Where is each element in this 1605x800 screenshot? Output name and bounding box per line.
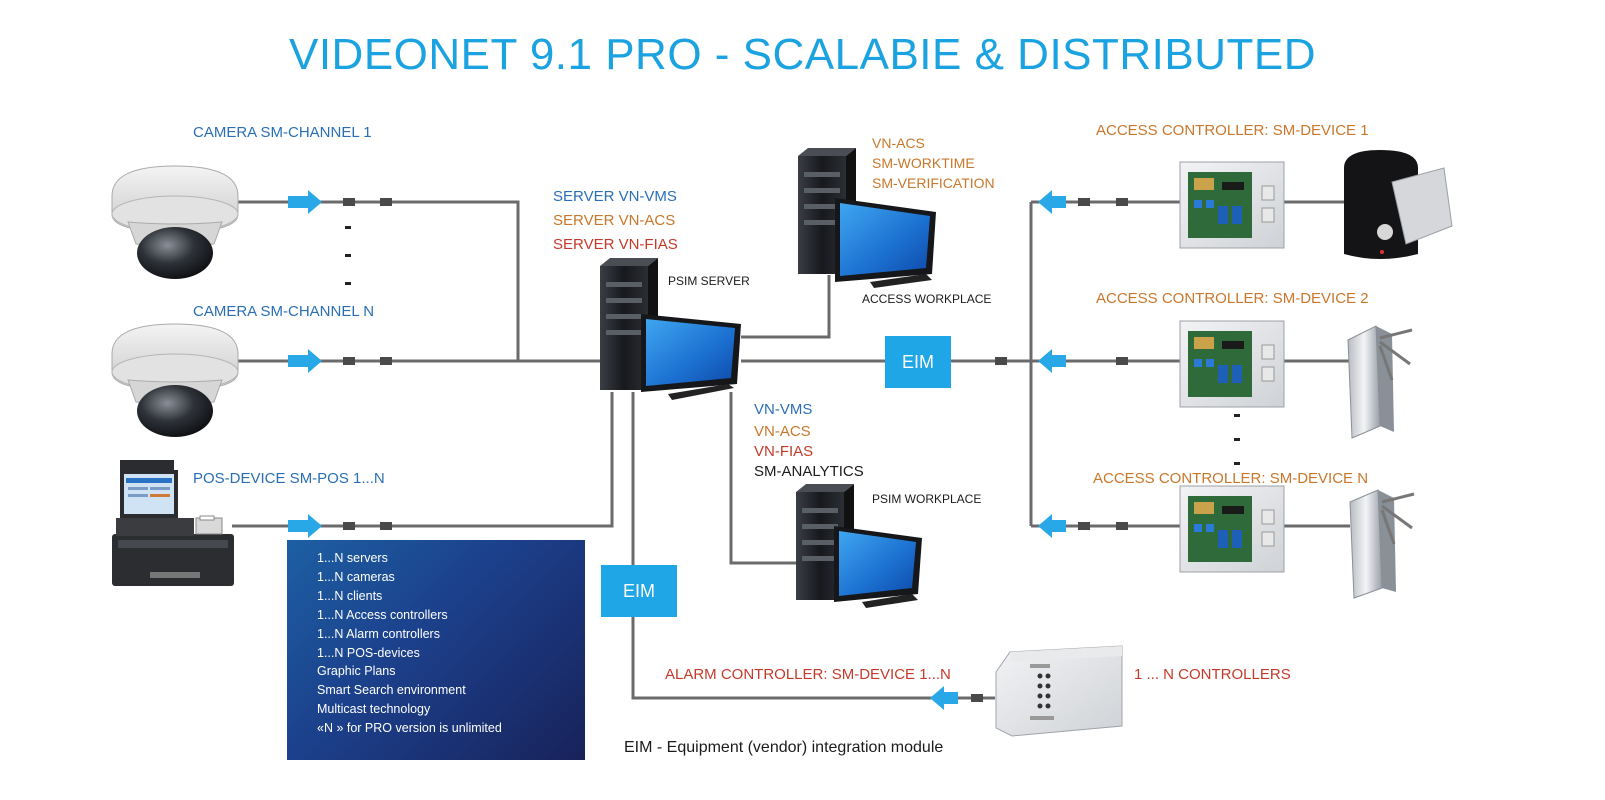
psim-workplace-label: PSIM WORKPLACE <box>872 492 982 506</box>
arrow-icon <box>930 686 958 710</box>
turnstile-icon <box>1347 325 1413 439</box>
camera1-cable <box>232 200 520 361</box>
access-ws-line1: VN-ACS <box>872 135 925 151</box>
pos-label: POS-DEVICE SM-POS 1...N <box>193 470 385 487</box>
access-device1-label: ACCESS CONTROLLER: SM-DEVICE 1 <box>1096 122 1369 139</box>
dome-camera-icon <box>111 323 239 437</box>
arrow-icon <box>288 349 322 373</box>
alarm-controller-label: ALARM CONTROLLER: SM-DEVICE 1...N <box>665 666 951 683</box>
server-acs-label: SERVER VN-ACS <box>553 212 676 229</box>
turnstile-icon <box>1349 489 1415 599</box>
ellipsis-dots-right <box>1234 414 1240 465</box>
arrow-icon <box>288 514 322 538</box>
features-panel: 1...N servers 1...N cameras 1...N client… <box>287 540 585 760</box>
server-to-psim-ws <box>729 392 800 565</box>
access-controller-box-icon <box>1179 485 1285 573</box>
access-deviceN-label: ACCESS CONTROLLER: SM-DEVICE N <box>1093 470 1369 487</box>
monitor-icon <box>834 526 922 608</box>
server-to-access-ws <box>741 275 831 339</box>
psim-ws-vms: VN-VMS <box>754 401 813 418</box>
arrow-icon <box>288 190 322 214</box>
alarm-controller-icon <box>995 645 1123 737</box>
feature-item: Smart Search environment <box>317 683 466 698</box>
psim-ws-analytics: SM-ANALYTICS <box>754 463 864 480</box>
monitor-icon <box>641 314 741 400</box>
feature-item: Graphic Plans <box>317 664 396 679</box>
psim-server-label: PSIM SERVER <box>668 274 750 288</box>
camera1-label: CAMERA SM-CHANNEL 1 <box>193 124 372 141</box>
access-ws-line2: SM-WORKTIME <box>872 155 975 171</box>
feature-item: «N » for PRO version is unlimited <box>317 721 502 736</box>
feature-item: 1...N POS-devices <box>317 645 420 660</box>
feature-item: 1...N Alarm controllers <box>317 626 440 641</box>
access-workplace-label: ACCESS WORKPLACE <box>862 292 992 306</box>
psim-ws-acs: VN-ACS <box>754 423 811 440</box>
access-controller-box-icon <box>1179 320 1285 408</box>
pos-cable <box>232 392 614 528</box>
psim-ws-fias: VN-FIAS <box>754 443 814 460</box>
feature-item: 1...N servers <box>317 551 388 565</box>
server-to-alarm <box>631 392 995 700</box>
pos-terminal-icon <box>112 460 234 586</box>
eim-box-right: EIM <box>885 336 951 388</box>
feature-item: 1...N cameras <box>317 569 395 584</box>
monitor-icon <box>835 198 936 288</box>
arrow-icon <box>1038 190 1066 214</box>
access-ws-line3: SM-VERIFICATION <box>872 175 995 191</box>
access-device2-label: ACCESS CONTROLLER: SM-DEVICE 2 <box>1096 290 1369 307</box>
access-controller-box-icon <box>1179 161 1285 249</box>
dome-camera-icon <box>111 165 239 279</box>
eim-footnote: EIM - Equipment (vendor) integration mod… <box>624 739 944 756</box>
controllers-count-label: 1 ... N CONTROLLERS <box>1134 666 1291 683</box>
arrow-icon <box>1038 349 1066 373</box>
server-vms-label: SERVER VN-VMS <box>553 188 677 205</box>
cable-joints <box>343 198 1128 702</box>
server-fias-label: SERVER VN-FIAS <box>553 236 678 253</box>
eim-box-bottom: EIM <box>601 565 677 617</box>
arrow-icon <box>1038 514 1066 538</box>
cameraN-label: CAMERA SM-CHANNEL N <box>193 303 375 320</box>
arrow-icons <box>288 190 1066 710</box>
card-reader-icon <box>1344 150 1453 259</box>
feature-item: 1...N Access controllers <box>317 607 448 622</box>
feature-item: Multicast technology <box>317 702 431 717</box>
feature-item: 1...N clients <box>317 588 383 603</box>
ellipsis-dots-left <box>345 226 351 285</box>
diagram-title: VIDEONET 9.1 PRO - SCALABIE & DISTRIBUTE… <box>288 30 1317 79</box>
